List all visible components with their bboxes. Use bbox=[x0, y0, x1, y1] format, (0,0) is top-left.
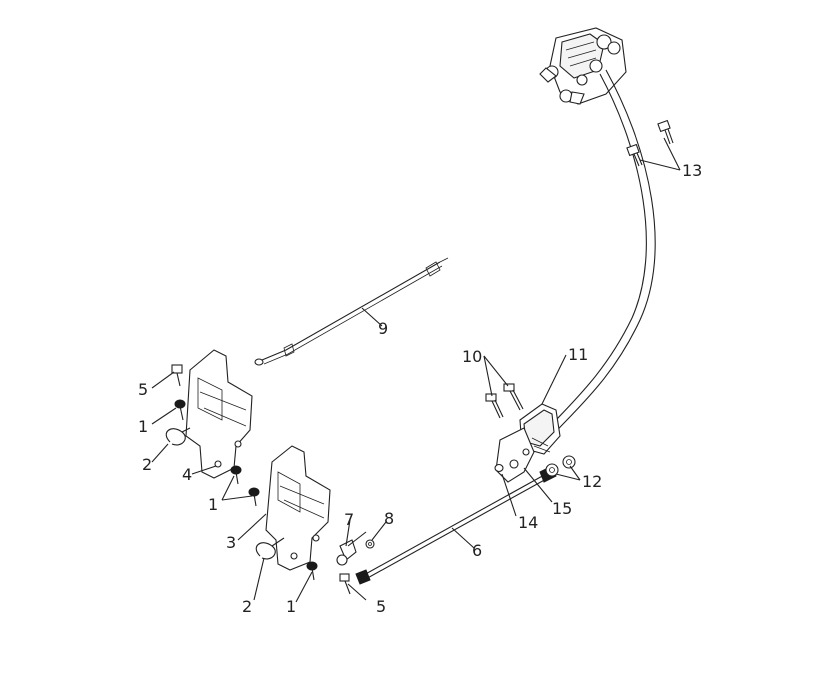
callout-9: 9 bbox=[378, 319, 388, 338]
callout-1-upper: 1 bbox=[138, 417, 148, 436]
callout-labels: 13 11 10 12 15 14 9 5 1 2 4 1 3 2 1 7 8 … bbox=[138, 161, 702, 616]
callout-8: 8 bbox=[384, 509, 394, 528]
callout-15: 15 bbox=[552, 499, 572, 518]
callout-2-lower: 2 bbox=[242, 597, 252, 616]
callout-13: 13 bbox=[682, 161, 702, 180]
bolt-5-upper bbox=[171, 364, 183, 387]
callout-1-lower: 1 bbox=[286, 597, 296, 616]
leader-lines bbox=[151, 137, 681, 603]
callout-6: 6 bbox=[472, 541, 482, 560]
brake-hose bbox=[540, 69, 656, 441]
callout-2-upper: 2 bbox=[142, 455, 152, 474]
callout-4: 4 bbox=[182, 465, 192, 484]
callout-1-middle: 1 bbox=[208, 495, 218, 514]
callout-7: 7 bbox=[344, 510, 354, 529]
rod-end-7 bbox=[336, 531, 367, 566]
callout-10: 10 bbox=[462, 347, 482, 366]
callout-5-upper: 5 bbox=[138, 380, 148, 399]
washer-14 bbox=[494, 463, 504, 473]
bolt-10-a bbox=[503, 383, 524, 411]
brake-caliper-assembly bbox=[539, 27, 627, 105]
spring-2-lower bbox=[255, 537, 285, 560]
nut-12-b bbox=[562, 455, 576, 469]
callout-5-lower: 5 bbox=[376, 597, 386, 616]
bolt-1-b bbox=[230, 465, 242, 485]
nut-8 bbox=[365, 539, 375, 549]
callout-14: 14 bbox=[518, 513, 538, 532]
callout-3: 3 bbox=[226, 533, 236, 552]
bolt-1-a bbox=[174, 399, 186, 421]
callout-12: 12 bbox=[582, 472, 602, 491]
nut-12-a bbox=[545, 463, 559, 477]
bracket-4 bbox=[185, 349, 253, 479]
bolt-5-lower bbox=[339, 573, 351, 595]
bolt-13-lower bbox=[626, 143, 643, 167]
bolt-10-b bbox=[485, 393, 504, 419]
bolt-1-c bbox=[248, 487, 260, 507]
throttle-cable bbox=[254, 257, 449, 366]
spring-2-upper bbox=[165, 427, 191, 446]
bolt-1-d bbox=[306, 561, 318, 581]
callout-11: 11 bbox=[568, 345, 588, 364]
bolt-13-upper bbox=[657, 119, 674, 145]
